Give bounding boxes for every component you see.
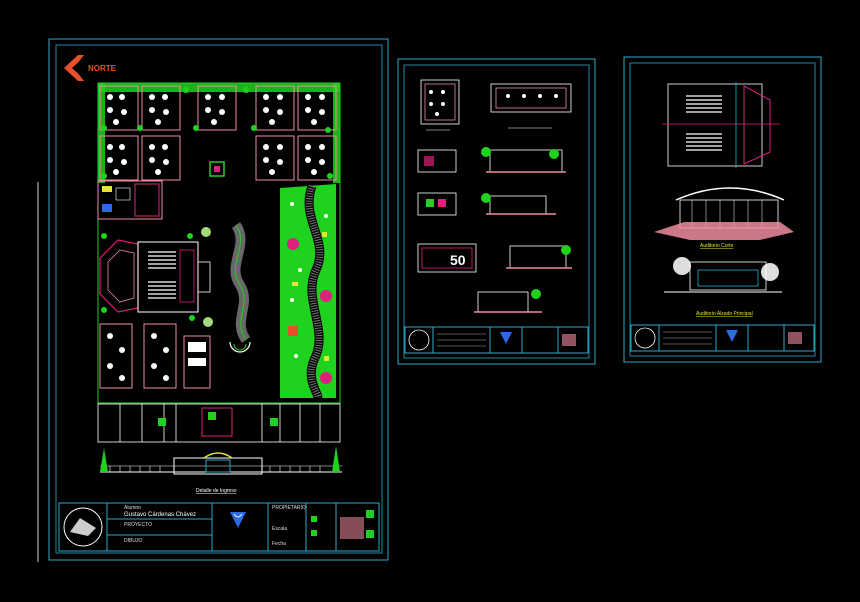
drawing-label: DIBUJO	[124, 538, 142, 544]
entrance-detail-caption: Detalle de Ingreso	[196, 488, 237, 494]
classroom-blocks	[99, 85, 337, 181]
sheet-details[interactable]: 50	[397, 58, 596, 365]
parking-strip	[97, 403, 341, 443]
right-label: PROPIETARIO	[272, 505, 306, 511]
auditorium-elevation-caption: Auditorio Alzado Principal	[696, 311, 753, 317]
scale-label: Escala	[272, 526, 287, 532]
owner-value: Gustavo Cárdenas Chávez	[124, 512, 196, 518]
sheet-auditorium[interactable]: Auditorio Corte Auditorio Alzado Princip…	[623, 56, 822, 363]
north-arrow-icon	[64, 55, 86, 81]
detail-stamp: 50	[450, 252, 466, 268]
sheet-site-plan[interactable]: NORTE	[48, 38, 389, 561]
admin-block	[97, 180, 163, 220]
north-label: NORTE	[88, 64, 117, 73]
auditorium-plan	[99, 239, 211, 313]
project-label: PROYECTO	[124, 522, 152, 528]
title-block-sheet3	[630, 324, 815, 352]
date-label: Fecha	[272, 541, 286, 547]
owner-label: Alumno	[124, 505, 141, 511]
auditorium-section-caption: Auditorio Corte	[700, 243, 734, 249]
title-block-sheet2	[404, 326, 589, 354]
title-block-sheet1	[58, 502, 380, 552]
